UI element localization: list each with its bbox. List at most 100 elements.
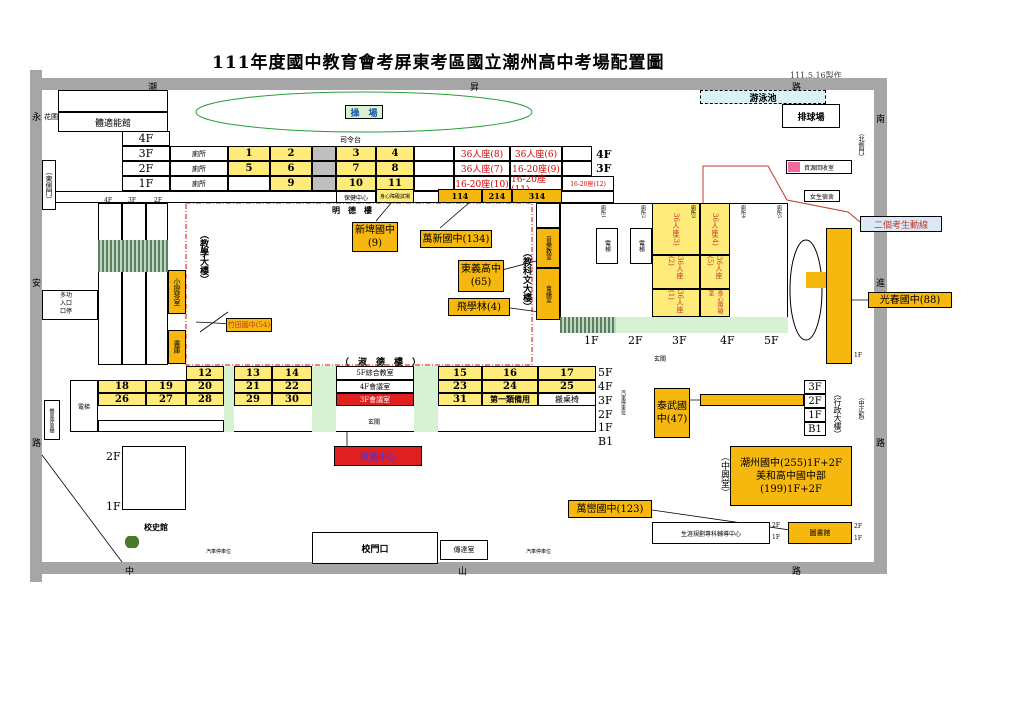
admin-1f: 1F <box>804 408 826 422</box>
floor-4f: 4F <box>122 131 170 146</box>
piano-room: 小提琴室 <box>168 270 186 314</box>
road-bottom-3: 路 <box>792 567 802 577</box>
room-21: 21 <box>234 380 272 393</box>
east-floor-row-1: 1F <box>584 334 599 347</box>
shude-4f: 4F <box>598 380 613 393</box>
east-toilet-4: 廁所4 <box>740 205 746 219</box>
road-top <box>30 78 887 90</box>
route-label: 二個考生動線 <box>860 216 942 232</box>
mini-floor-4f: 4F <box>104 197 112 204</box>
left-col-1 <box>98 203 122 365</box>
room-28: 28 <box>186 393 224 406</box>
toilet-2f: 廁所 <box>170 161 228 176</box>
east-floor-row-4: 4F <box>720 334 735 347</box>
left-col-2 <box>122 203 146 365</box>
volleyball-court: 排球場 <box>782 104 840 128</box>
floor-3f: 3F <box>122 146 170 161</box>
callout-donggao: 東義高中 (65) <box>458 260 504 292</box>
callout-wanxin: 萬新國中(134) <box>420 230 492 248</box>
room-backup: 第一類備用 <box>482 393 538 406</box>
seat-7: 36人座(7) <box>454 161 510 176</box>
exam-center: 試務中心 <box>334 446 422 466</box>
east-toilet-3: 廁所3 <box>690 205 696 219</box>
shude-1f: 1F <box>598 421 613 434</box>
seat-9: 16-20座(9) <box>510 161 562 176</box>
right-1f-a: 1F <box>854 352 862 359</box>
callout-zhutian: 竹田國中(54) <box>226 318 272 332</box>
seat-4-room: 36人座(4) <box>700 203 730 255</box>
gym-hall <box>826 228 852 364</box>
road-left-1: 永 <box>32 113 42 123</box>
room-24: 24 <box>482 380 538 393</box>
guard-room: 傳達室 <box>440 540 488 560</box>
room-31: 31 <box>438 393 482 406</box>
meeting-room: 會議室 <box>536 268 560 320</box>
east-floor-row-3: 3F <box>672 334 687 347</box>
shude-label: （ 淑 德 樓 ） <box>340 358 422 368</box>
parking-left: 汽車停車位 <box>206 549 232 555</box>
room-12: 12 <box>186 366 224 380</box>
seat-5-room: 36人座(5) <box>700 255 730 289</box>
callout-wanluan: 萬巒國中(123) <box>568 500 652 518</box>
east-floor-row-2: 2F <box>628 334 643 347</box>
room-7: 7 <box>336 161 376 176</box>
callout-feixue: 飛學林(4) <box>448 298 510 316</box>
seat-12: 16-20座(12) <box>562 176 614 191</box>
center-label: 玄關 <box>654 356 667 363</box>
car-note: 汽車停車位 <box>620 390 626 415</box>
room-22: 22 <box>272 380 312 393</box>
shude-b1: B1 <box>598 435 614 448</box>
left-col-3 <box>146 203 168 365</box>
left-stripes <box>98 240 168 272</box>
room-23: 23 <box>438 380 482 393</box>
road-bottom-1: 中 <box>125 567 135 577</box>
life-1f: 1F <box>772 534 780 541</box>
bike-label: 花圃 <box>44 113 58 121</box>
seat-2-room: 36人座(2) <box>652 255 700 289</box>
room-9: 9 <box>270 176 312 191</box>
room-20: 20 <box>186 380 224 393</box>
mini-floor-2f: 2F <box>154 197 162 204</box>
room-114: 114 <box>438 189 482 203</box>
tree-icon <box>122 536 142 548</box>
shude-5f: 5F <box>598 366 613 379</box>
callout-taiwu: 泰武國中(47) <box>654 388 690 438</box>
zhongxing-label: （中興堂） <box>719 452 729 497</box>
science-label: （教科文大樓） <box>521 248 531 311</box>
room-15: 15 <box>438 366 482 380</box>
east-2f-c <box>562 161 592 176</box>
pool: 游泳池 <box>700 90 826 104</box>
shude-lift: 電梯 <box>70 380 98 432</box>
room-17: 17 <box>538 366 596 380</box>
recycle-room: 資源回收室 <box>786 160 852 174</box>
east-toilet-2: 廁所2 <box>640 205 646 219</box>
room-25: 25 <box>538 380 596 393</box>
life-center: 生涯規劃專科輔導中心 <box>652 522 770 544</box>
room-6: 6 <box>270 161 312 176</box>
stage-label: 司令台 <box>340 136 361 144</box>
road-bottom <box>30 562 887 574</box>
room-desks: 搬桌椅 <box>538 393 596 406</box>
room-5f-combo: 5F綜合教室 <box>336 366 414 380</box>
right-1f: 1F <box>854 535 862 542</box>
shude-2f: 2F <box>598 408 613 421</box>
disabled-room: 身心障礙室 <box>700 289 730 317</box>
room-10: 10 <box>336 176 376 191</box>
green-col-3 <box>414 366 438 432</box>
room-3f-meeting: 3F會議室 <box>336 393 414 406</box>
east-1f-a <box>414 176 454 191</box>
seat-6: 36人座(6) <box>510 146 562 161</box>
floor-1f: 1F <box>122 176 170 191</box>
east-stair-2: 電梯 <box>630 228 652 264</box>
admin-b1: B1 <box>804 422 826 436</box>
recycle-marker <box>788 162 800 172</box>
east-3f-a <box>414 146 454 161</box>
parking-right: 汽車停車位 <box>526 549 552 555</box>
room-1f-blank <box>228 176 270 191</box>
green-col-1 <box>224 366 234 432</box>
fitness-hall: 體適能館 <box>58 112 168 132</box>
admin-3f-room <box>700 394 804 406</box>
mini-floor-3f: 3F <box>128 197 136 204</box>
gallery-1f: 1F <box>106 500 121 513</box>
shude-3f: 3F <box>598 394 613 407</box>
